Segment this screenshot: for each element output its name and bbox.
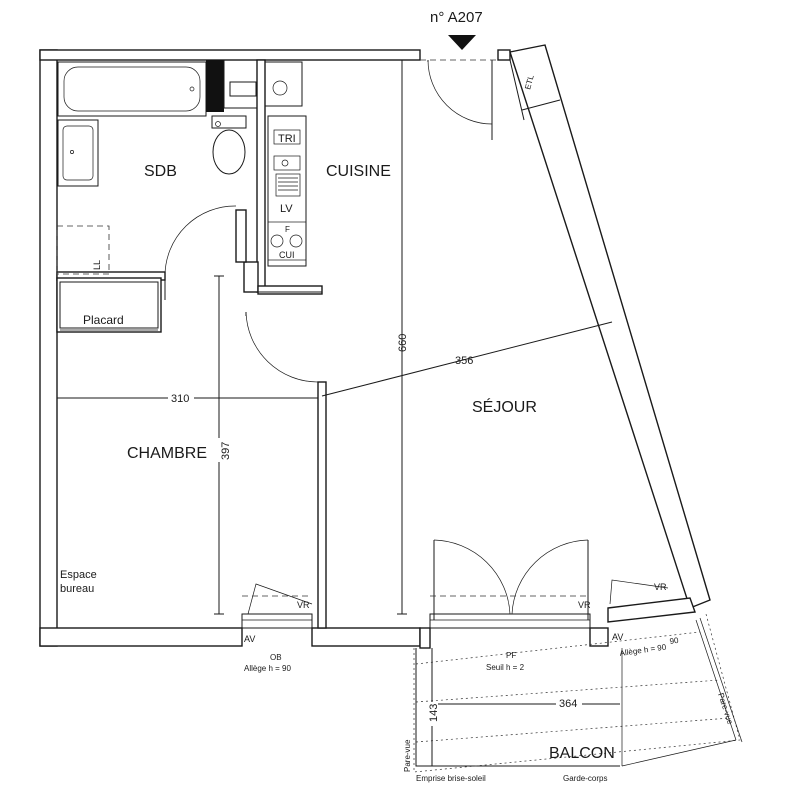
- tri-label: TRI: [278, 133, 296, 145]
- ob-label: OB: [270, 653, 282, 662]
- emprise-brise-soleil: Emprise brise-soleil: [416, 774, 486, 783]
- entrance-door: [420, 59, 498, 140]
- interior-walls: [56, 59, 327, 629]
- dimension-397: 397: [213, 275, 232, 615]
- vr-right: VR: [654, 582, 667, 592]
- dim-660: 660: [397, 334, 409, 352]
- room-balcon: BALCON: [549, 745, 615, 762]
- f-label: F: [285, 225, 290, 234]
- av-chambre: AV: [244, 634, 255, 644]
- dim-310: 310: [171, 393, 189, 405]
- cuisson-label: CUI: [279, 250, 295, 260]
- room-sdb: SDB: [144, 163, 177, 180]
- dimension-356: 356: [321, 321, 613, 397]
- etl-label: ETL: [523, 73, 536, 90]
- room-cuisine: CUISINE: [326, 163, 391, 180]
- room-chambre: CHAMBRE: [127, 445, 207, 462]
- dim-356: 356: [455, 355, 473, 367]
- entrance-arrow-icon: [448, 35, 476, 50]
- ll-label: LL: [92, 260, 102, 270]
- garde-corps: Garde-corps: [563, 774, 607, 783]
- unit-number: n° A207: [430, 9, 483, 26]
- dim-143: 143: [428, 704, 440, 722]
- washbasin: [57, 119, 99, 187]
- vr-sejour: VR: [578, 600, 591, 610]
- espace-bureau-line2: bureau: [60, 583, 94, 595]
- av-right: AV: [612, 632, 623, 642]
- bathtub: [57, 61, 207, 117]
- balcony-doors: VR: [429, 539, 591, 629]
- seuil-label: Seuil h = 2: [486, 663, 525, 672]
- chambre-window: VR AV OB Allège h = 90: [241, 583, 313, 673]
- allege-chambre: Allège h = 90: [244, 664, 291, 673]
- espace-bureau-line1: Espace: [60, 569, 97, 581]
- balcony: 364 143 PF Seuil h = 2 BALCON Pare-vue P…: [403, 613, 743, 783]
- toilet: [211, 115, 247, 175]
- placard: Placard: [59, 281, 159, 331]
- pare-vue-right: Pare-vue: [716, 692, 735, 726]
- vr-chambre: VR: [297, 600, 310, 610]
- washing-machine: LL: [56, 225, 110, 275]
- bath-shaft: [206, 59, 258, 112]
- allege-right: Allège h = 90: [619, 642, 667, 658]
- pf-label: PF: [506, 651, 516, 660]
- pare-vue-left: Pare-vue: [403, 739, 412, 772]
- dim-397: 397: [220, 442, 232, 460]
- kitchen-counter: TRI LV F CUI: [264, 61, 307, 267]
- dim-364: 364: [559, 698, 577, 710]
- sdb-door: [164, 205, 237, 300]
- d90-right: 90: [669, 636, 680, 646]
- dimension-660: 660: [397, 59, 409, 615]
- room-sejour: SÉJOUR: [472, 397, 537, 416]
- outer-walls: [39, 44, 711, 649]
- chambre-door: [245, 311, 319, 383]
- placard-label: Placard: [83, 313, 124, 327]
- lv-label: LV: [280, 203, 293, 215]
- dimension-310: 310: [57, 392, 318, 405]
